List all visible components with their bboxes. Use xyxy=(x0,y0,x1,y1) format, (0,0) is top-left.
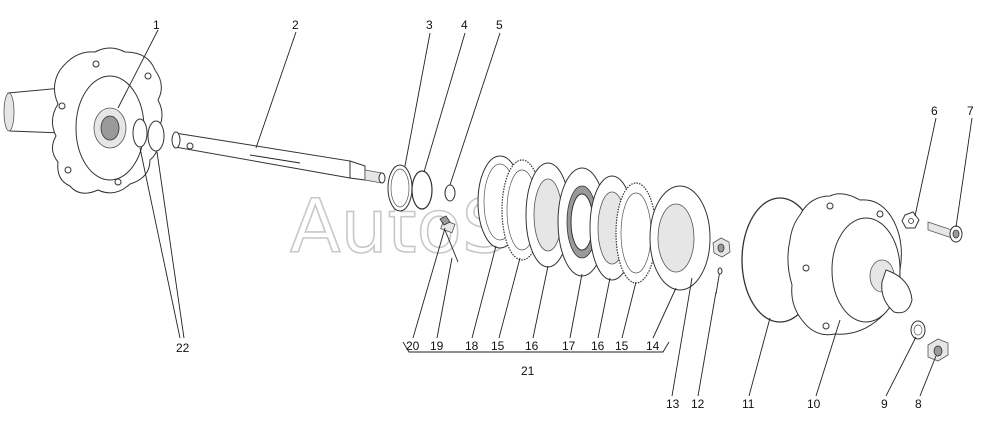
part-10-cover xyxy=(787,193,913,336)
part-8-plug xyxy=(927,338,949,362)
callout-4: 4 xyxy=(461,18,468,32)
part-1-housing xyxy=(3,47,163,194)
part-5-washer xyxy=(444,184,456,202)
part-14-end-plate xyxy=(649,185,711,291)
part-13-castle-nut xyxy=(712,237,731,258)
callout-14: 14 xyxy=(646,339,660,353)
part-22-o-rings xyxy=(132,118,165,152)
callout-20: 20 xyxy=(406,339,420,353)
callout-3: 3 xyxy=(426,18,433,32)
part-9-washer xyxy=(910,320,926,340)
callout-5: 5 xyxy=(496,18,503,32)
callout-15-right: 15 xyxy=(615,339,629,353)
part-19-pin xyxy=(444,229,459,263)
part-6-lock-washer xyxy=(901,211,920,229)
callout-11: 11 xyxy=(742,397,755,411)
callout-19: 19 xyxy=(430,339,444,353)
part-4-retaining-ring xyxy=(411,170,433,210)
leader-lines xyxy=(117,29,973,397)
part-7-bolt xyxy=(927,221,963,243)
callout-15-left: 15 xyxy=(491,339,505,353)
callout-13: 13 xyxy=(666,397,680,411)
callout-16-right: 16 xyxy=(591,339,605,353)
callout-7: 7 xyxy=(967,104,974,118)
callout-17: 17 xyxy=(562,339,576,353)
callout-18: 18 xyxy=(465,339,479,353)
callout-10: 10 xyxy=(807,397,821,411)
callout-22: 22 xyxy=(176,341,190,355)
callouts: 1 2 3 4 5 6 7 8 9 10 11 12 13 14 15 15 1… xyxy=(153,18,974,411)
part-17-piston xyxy=(557,167,607,277)
callout-6: 6 xyxy=(931,104,938,118)
part-2-shaft xyxy=(171,131,386,184)
callout-2: 2 xyxy=(292,18,299,32)
callout-21: 21 xyxy=(521,364,535,378)
callout-1: 1 xyxy=(153,18,160,32)
callout-12: 12 xyxy=(691,397,705,411)
part-3-snap-ring xyxy=(387,164,413,212)
callout-9: 9 xyxy=(881,397,888,411)
callout-8: 8 xyxy=(915,397,922,411)
part-12-cotter-pin xyxy=(715,267,723,295)
callout-16-left: 16 xyxy=(525,339,539,353)
